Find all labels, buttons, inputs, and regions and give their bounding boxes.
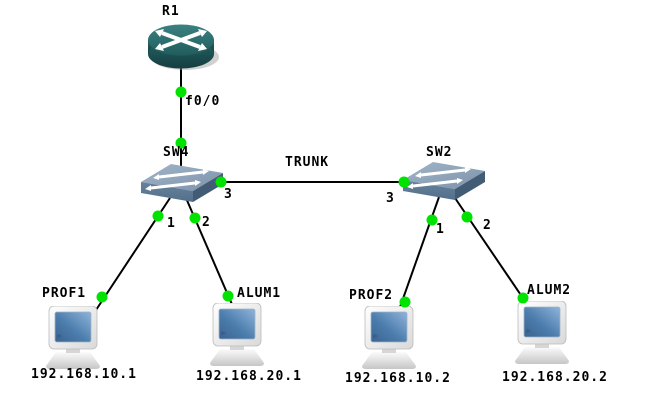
switch-sw2-icon[interactable] — [403, 162, 485, 200]
interface-label-f0-0[interactable]: f0/0 — [185, 94, 221, 109]
green-dot-icon — [215, 176, 227, 188]
ip-note-alum1[interactable]: 192.168.20.1 — [196, 369, 302, 384]
green-dot-icon — [517, 292, 529, 304]
green-dot-icon — [175, 137, 187, 149]
trunk-label[interactable]: TRUNK — [285, 155, 330, 170]
node-label-sw4[interactable]: SW4 — [163, 145, 190, 160]
port-label-sw4-3: 3 — [224, 187, 233, 202]
node-label-sw2[interactable]: SW2 — [426, 145, 453, 160]
pc-prof2-icon[interactable] — [362, 306, 416, 369]
port-label-sw4-1: 1 — [167, 216, 176, 231]
green-dot-icon — [426, 214, 438, 226]
pc-alum2-icon[interactable] — [515, 301, 569, 364]
green-dot-icon — [152, 210, 164, 222]
green-dot-icon — [399, 296, 411, 308]
link-sw2-prof2[interactable] — [398, 196, 440, 311]
green-dot-icon — [96, 291, 108, 303]
green-dot-icon — [175, 86, 187, 98]
port-label-sw2-1: 1 — [436, 222, 445, 237]
green-dot-icon — [189, 212, 201, 224]
node-label-alum2[interactable]: ALUM2 — [527, 283, 572, 298]
port-label-sw2-2: 2 — [483, 218, 492, 233]
node-label-alum1[interactable]: ALUM1 — [237, 286, 282, 301]
node-label-r1[interactable]: R1 — [162, 4, 180, 19]
green-dot-icon — [461, 211, 473, 223]
router-crossed-arrows-icon — [155, 29, 207, 51]
node-label-prof1[interactable]: PROF1 — [42, 286, 87, 301]
ip-note-alum2[interactable]: 192.168.20.2 — [502, 370, 608, 385]
green-dot-icon — [398, 176, 410, 188]
green-dot-icon — [222, 290, 234, 302]
link-status-dots — [96, 86, 529, 308]
ip-note-prof2[interactable]: 192.168.10.2 — [345, 371, 451, 386]
node-label-prof2[interactable]: PROF2 — [349, 288, 394, 303]
port-label-sw4-2: 2 — [202, 215, 211, 230]
pc-prof1-icon[interactable] — [46, 306, 100, 369]
port-label-sw2-3: 3 — [386, 191, 395, 206]
ip-note-prof1[interactable]: 192.168.10.1 — [31, 367, 137, 382]
switch-sw4-icon[interactable] — [141, 164, 223, 202]
router-r1-icon[interactable] — [148, 24, 219, 71]
pc-alum1-icon[interactable] — [210, 303, 264, 366]
